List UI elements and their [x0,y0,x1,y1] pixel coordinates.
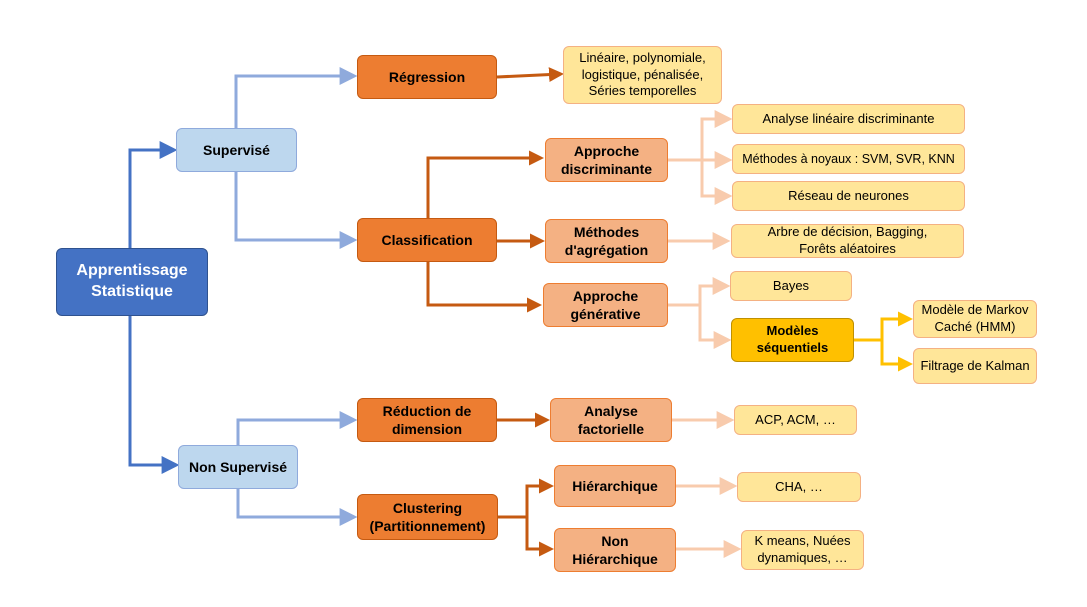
node-analyse-factorielle: Analyse factorielle [550,398,672,442]
leaf-kalman: Filtrage de Kalman [913,348,1037,384]
node-hierarchique: Hiérarchique [554,465,676,507]
leaf-kmeans: K means, Nuées dynamiques, … [741,530,864,570]
node-modeles-sequentiels: Modèles séquentiels [731,318,854,362]
node-approche-discriminante: Approche discriminante [545,138,668,182]
node-clustering: Clustering (Partitionnement) [357,494,498,540]
connector-generative-bayes [668,277,731,307]
leaf-bayes: Bayes [730,271,852,301]
connector-classification-discriminante [426,150,544,218]
connector-root-non-supervise [128,316,180,474]
node-classification: Classification [357,218,497,262]
leaf-regression-methods: Linéaire, polynomiale, logistique, pénal… [563,46,722,104]
connector-discriminante-analyse [668,110,733,162]
connector-supervise-regression [234,67,358,128]
connector-non-supervise-clustering [236,489,358,526]
leaf-methodes-noyaux: Méthodes à noyaux : SVM, SVR, KNN [732,144,965,174]
node-regression: Régression [357,55,497,99]
connector-root-supervise [128,141,178,248]
connector-clustering-hierarchique [498,478,554,519]
connector-discriminante-reseau [700,160,733,205]
connector-classification-generative [426,262,542,313]
connector-modeles-kalman [880,340,913,372]
node-non-supervise: Non Supervisé [178,445,298,489]
node-apprentissage-statistique: Apprentissage Statistique [56,248,208,316]
node-supervise: Supervisé [176,128,297,172]
leaf-markov: Modèle de Markov Caché (HMM) [913,300,1037,338]
node-approche-generative: Approche générative [543,283,668,327]
node-methodes-agregation: Méthodes d'agrégation [545,219,668,263]
connector-non-supervise-reduction [236,411,358,445]
node-reduction-dimension: Réduction de dimension [357,398,497,442]
leaf-arbre-decision: Arbre de décision, Bagging, Forêts aléat… [731,224,964,258]
leaf-cha: CHA, … [737,472,861,502]
connector-generative-modeles [698,305,732,349]
leaf-acp-acm: ACP, ACM, … [734,405,857,435]
leaf-reseau-neurones: Réseau de neurones [732,181,965,211]
connector-supervise-classification [234,172,358,249]
connector-regression-leaf [496,67,564,83]
leaf-analyse-lineaire: Analyse linéaire discriminante [732,104,965,134]
connector-clustering-non-hierarchique [525,517,554,557]
node-non-hierarchique: Non Hiérarchique [554,528,676,572]
connector-modeles-markov [854,311,913,342]
